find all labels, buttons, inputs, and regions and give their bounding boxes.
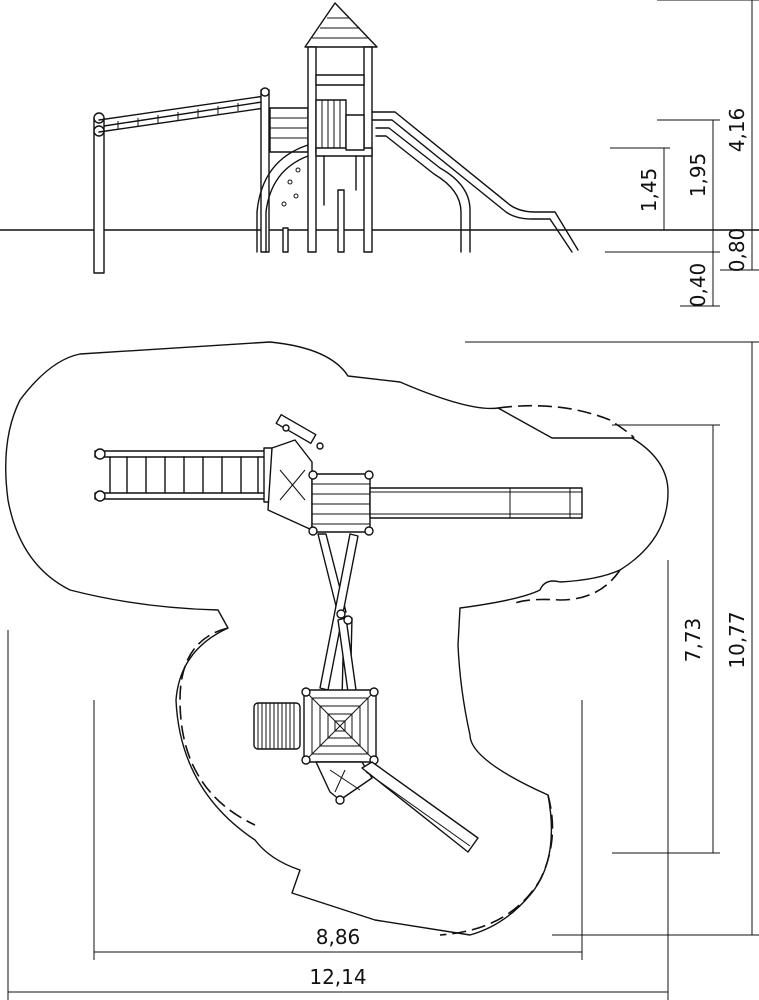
side-elevation-view: 4,16 1,95 1,45 0,80 0,40 [0,0,759,307]
safety-zone-outline [5,341,669,936]
horizontal-ladder-plan [94,447,273,503]
lower-tower-roof [301,687,379,765]
slide-plan-lower [361,761,479,853]
dim-depth-outer: 10,77 [725,611,749,668]
slide-side-view [371,111,579,253]
bridge-beams [317,533,359,701]
dim-total-height: 4,16 [725,108,749,153]
dim-platform-high: 1,95 [686,153,710,198]
upper-platform-deck [308,470,374,536]
dim-depth-inner: 7,73 [681,618,705,663]
alternate-zone-right-lower [514,569,621,604]
climbing-post [93,112,105,274]
dim-foundation-shallow: 0,40 [686,263,710,308]
dim-platform-low: 1,45 [637,168,661,213]
slide-plan-upper [369,487,583,519]
alternate-zone-bottom [439,794,554,936]
alternate-zone-left [179,627,256,826]
plan-dimension-lines [7,341,759,1000]
dim-width-inner: 8,86 [316,925,361,949]
plan-view: 7,73 10,77 8,86 12,14 [5,341,759,1000]
dim-width-outer: 12,14 [309,965,366,989]
lower-platform [256,87,309,253]
alternate-zone-right [497,404,635,439]
crawl-tunnel [253,702,301,750]
horizontal-ladder [98,95,266,133]
lower-step-frame [315,761,373,805]
main-tower [304,2,378,253]
dim-foundation-deep: 0,80 [725,228,749,273]
elevation-dimension-lines [605,0,759,307]
